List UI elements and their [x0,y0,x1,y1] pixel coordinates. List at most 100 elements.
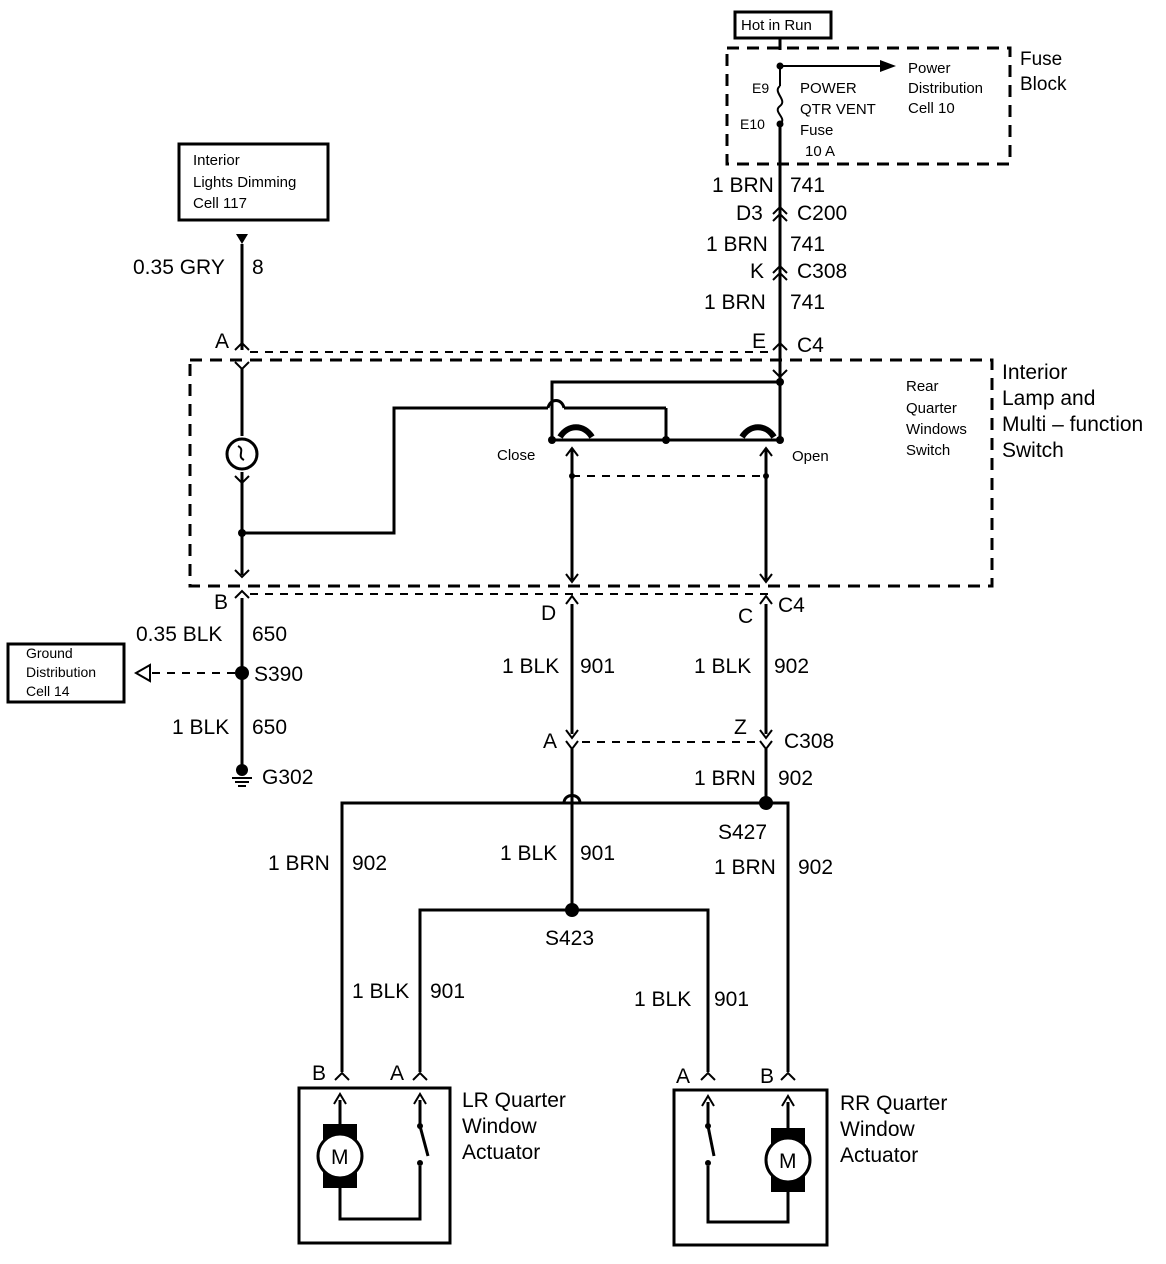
ground-wire-top: 0.35 BLK [136,623,222,646]
pin-c: C [738,605,753,628]
switch-sub-1: Rear [906,378,939,395]
fuse-block: Fuse Block Power Distribution Cell 10 E9… [725,46,1067,166]
close-label: Close [497,447,535,464]
feed-wire-3: 1 BRN [704,291,766,314]
rr-name-3: Actuator [840,1144,918,1167]
connector-c200: C200 [797,202,847,225]
rr-name-1: RR Quarter [840,1092,947,1115]
hot-in-run-label: Hot in Run [741,17,812,34]
ground-ref-1: Ground [26,645,73,661]
dimming-ref-3: Cell 117 [193,195,247,212]
rr-blk-wire: 1 BLK [634,988,691,1011]
rr-motor-symbol: M [779,1150,797,1173]
fuse-name-1: POWER [800,80,857,97]
fuse-name-2: QTR VENT [800,101,876,118]
lr-pin-b: B [312,1062,326,1085]
connector-c308-top: C308 [797,260,847,283]
rr-pin-b: B [760,1065,774,1088]
lr-motor-symbol: M [331,1146,349,1169]
lr-blk-wire: 1 BLK [352,980,409,1003]
right-brn-circuit: 902 [798,856,833,879]
ground-ref-3: Cell 14 [26,683,70,699]
ground-ref-2: Distribution [26,664,96,680]
connector-c4-d-icon [565,594,579,605]
switch-sub-2: Quarter [906,400,957,417]
circuit-d: 901 [580,655,615,678]
pin-z: Z [734,716,747,739]
interior-lamp-switch-module: Interior Lamp and Multi – function Switc… [188,358,1143,588]
rr-pin-a: A [676,1065,690,1088]
ground-circuit-top: 650 [252,623,287,646]
arrow-down-icon [236,234,248,244]
switch-title-1: Interior [1002,361,1067,384]
wire-d: 1 BLK [502,655,559,678]
pin-a-top: A [215,330,229,353]
feed-circuit-1: 741 [790,174,825,197]
arrow-left-icon [133,663,151,683]
left-brn-wire: 1 BRN [268,852,330,875]
dimming-wire: 0.35 GRY [133,256,225,279]
feed-circuit-3: 741 [790,291,825,314]
splice-s390-label: S390 [254,663,303,686]
lr-limit-switch-icon [418,1125,430,1157]
feed-wire-2: 1 BRN [706,233,768,256]
switch-sub-3: Windows [906,421,967,438]
rr-blk-circuit: 901 [714,988,749,1011]
dimming-ref-2: Lights Dimming [193,174,296,191]
connector-c308-bottom: C308 [784,730,834,753]
fuse-icon [776,85,784,125]
ground-wire-bottom: 1 BLK [172,716,229,739]
switch-title-3: Multi – function [1002,413,1143,436]
ground-point-label: G302 [262,766,313,789]
fuse-rating: 10 A [805,143,835,160]
ground-icon [232,764,252,787]
rr-motor-icon [764,1136,812,1184]
pin-d: D [541,602,556,625]
switch-sub-4: Switch [906,442,950,459]
connector-c308-top-icon [772,264,788,281]
pin-a-c308: A [543,730,557,753]
close-switch-blade-icon [557,424,595,439]
connector-c4-bottom: C4 [778,594,805,617]
rr-quarter-window-actuator: A B M RR Quarter Window Actuator [672,1065,947,1247]
lr-name-2: Window [462,1115,538,1138]
fuse-block-label: Fuse [1020,49,1062,70]
fuse-name-3: Fuse [800,122,833,139]
lamp-dimmer-icon [225,437,259,471]
wire-after-z: 1 BRN [694,767,756,790]
wire-c: 1 BLK [694,655,751,678]
pd-ref-1: Power [908,60,951,77]
rr-name-2: Window [840,1118,916,1141]
ground-ref-box: Ground Distribution Cell 14 [6,642,126,704]
right-brn-wire: 1 BRN [714,856,776,879]
connector-c4-b-icon [234,589,250,599]
arrow-right-icon [880,60,896,72]
circuit-c: 902 [774,655,809,678]
mid-blk-wire: 1 BLK [500,842,557,865]
lr-blk-circuit: 901 [430,980,465,1003]
feed-circuit-2: 741 [790,233,825,256]
pin-d3: D3 [736,202,763,225]
pd-ref-3: Cell 10 [908,100,955,117]
splice-s423-label: S423 [545,927,594,950]
pin-e: E [752,330,766,353]
connector-c4-top: C4 [797,334,824,357]
dimming-ref-box: Interior Lights Dimming Cell 117 [177,142,330,222]
left-brn-circuit: 902 [352,852,387,875]
lr-quarter-window-actuator: B A M LR Quarter Window Actuator [297,1062,566,1245]
lr-pin-a: A [390,1062,404,1085]
lr-motor-icon [316,1132,364,1180]
connector-c200-icon [772,205,788,222]
connector-c4-c-icon [759,594,773,605]
open-label: Open [792,448,829,465]
hot-in-run-box: Hot in Run [733,10,833,40]
pd-ref-2: Distribution [908,80,983,97]
fuse-pin-e9: E9 [752,80,769,96]
pin-k: K [750,260,764,283]
fuse-block-label-2: Block [1020,74,1067,95]
pin-b: B [214,591,228,614]
circuit-after-z: 902 [778,767,813,790]
connector-c4-top-icon [772,341,788,379]
mid-blk-circuit: 901 [580,842,615,865]
